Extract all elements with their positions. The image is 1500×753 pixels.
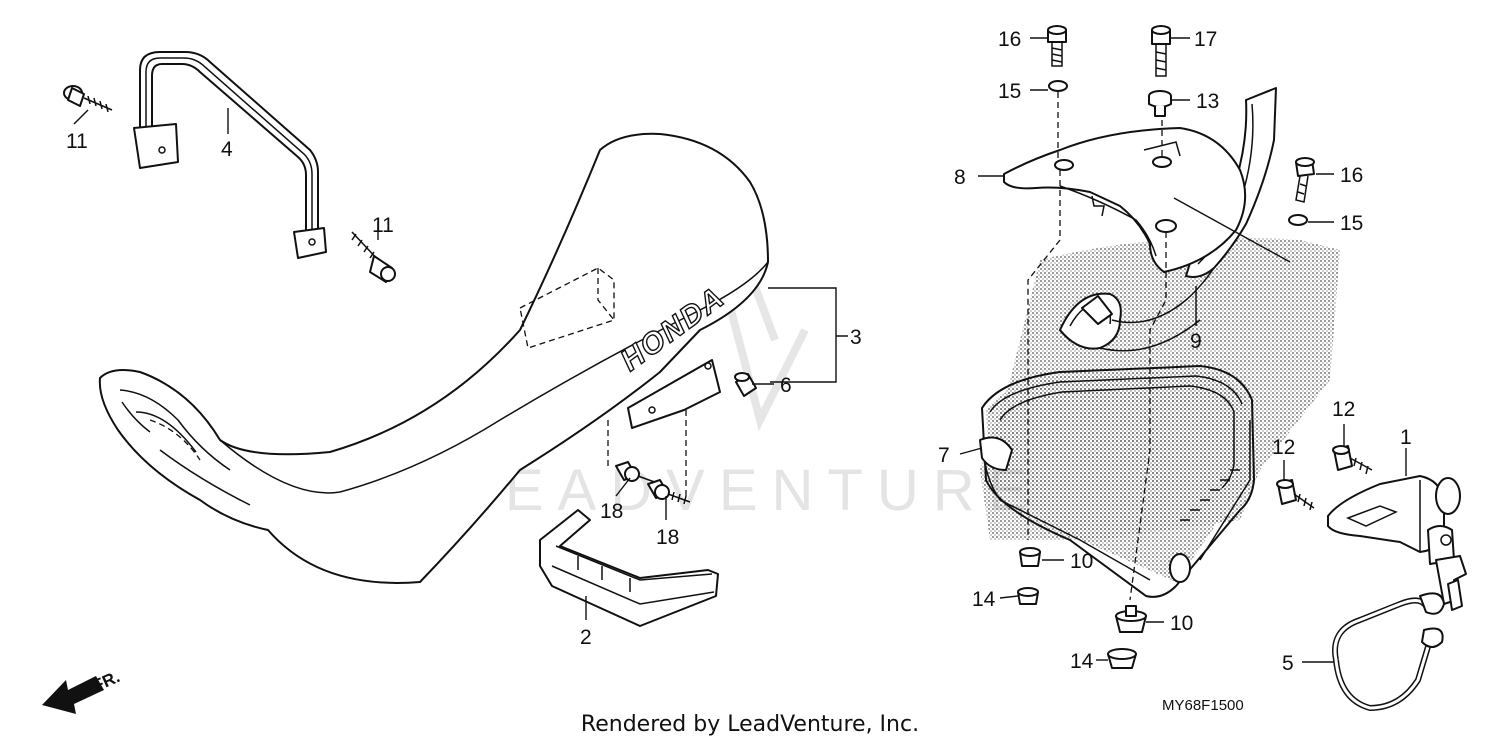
callout-17: 17: [1194, 28, 1217, 51]
callout-2: 2: [580, 626, 592, 649]
callout-18-right: 18: [656, 526, 679, 549]
callout-10-left: 10: [1070, 550, 1093, 573]
strap: [1059, 87, 1277, 352]
washer-15-upper: [1048, 80, 1068, 92]
callout-1: 1: [1400, 426, 1412, 449]
leader-lines: [73, 37, 1407, 663]
front-direction-arrow: FR.: [42, 667, 123, 714]
callout-4: 4: [221, 138, 233, 161]
bolt-16-lower: [1295, 157, 1315, 203]
callout-12-lower: 12: [1272, 436, 1295, 459]
callout-14-left: 14: [972, 588, 996, 611]
direction-label: FR.: [90, 667, 123, 695]
security-cable: [1332, 592, 1445, 711]
callout-15-upper: 15: [998, 80, 1021, 103]
helmet-holder: [1327, 475, 1467, 611]
diagram-code: MY68F1500: [1162, 697, 1244, 714]
grommet-10-left: [1019, 547, 1041, 567]
callout-11-upper: 11: [66, 130, 88, 153]
callout-18-left: 18: [600, 500, 623, 523]
callout-3: 3: [850, 326, 862, 349]
bolt-18-right: [647, 479, 691, 505]
washer-15-lower: [1288, 214, 1308, 226]
nut-14-left: [1017, 587, 1039, 605]
bolt-11-lower: [351, 231, 396, 283]
collar-13: [1148, 90, 1172, 117]
storage-bag: [979, 365, 1255, 598]
callout-10-right: 10: [1170, 612, 1193, 635]
callout-5: 5: [1282, 652, 1294, 675]
nut-14-right: [1107, 648, 1137, 669]
callout-15-lower: 15: [1340, 212, 1363, 235]
rear-bracket: [539, 509, 719, 627]
footer-credit: Rendered by LeadVenture, Inc.: [580, 712, 920, 737]
callout-11-lower: 11: [372, 214, 394, 237]
bolt-12-lower: [1276, 479, 1315, 511]
bolt-12-upper: [1332, 445, 1373, 475]
collar-6: [734, 372, 757, 397]
grab-rail: [133, 51, 327, 259]
callout-16-upper: 16: [998, 28, 1021, 51]
callout-12-upper: 12: [1332, 398, 1355, 421]
callout-8: 8: [954, 166, 966, 189]
callout-16-lower: 16: [1340, 164, 1363, 187]
bolt-17: [1151, 25, 1171, 77]
carrier-plate: [1003, 127, 1247, 273]
callout-9: 9: [1190, 330, 1202, 353]
bolt-11-upper: [63, 85, 113, 113]
callout-13: 13: [1196, 90, 1219, 113]
watermark-text: LEADVENTURE: [459, 458, 1042, 523]
callout-labels: 11 4 11 3 6 18 18 2 16 17 15 13 8 16 15 …: [66, 28, 1412, 675]
bolt-16-upper: [1047, 25, 1067, 67]
callout-7: 7: [938, 444, 950, 467]
callout-14-right: 14: [1070, 650, 1094, 673]
grommet-10-right: [1115, 605, 1147, 633]
callout-6: 6: [780, 374, 792, 397]
